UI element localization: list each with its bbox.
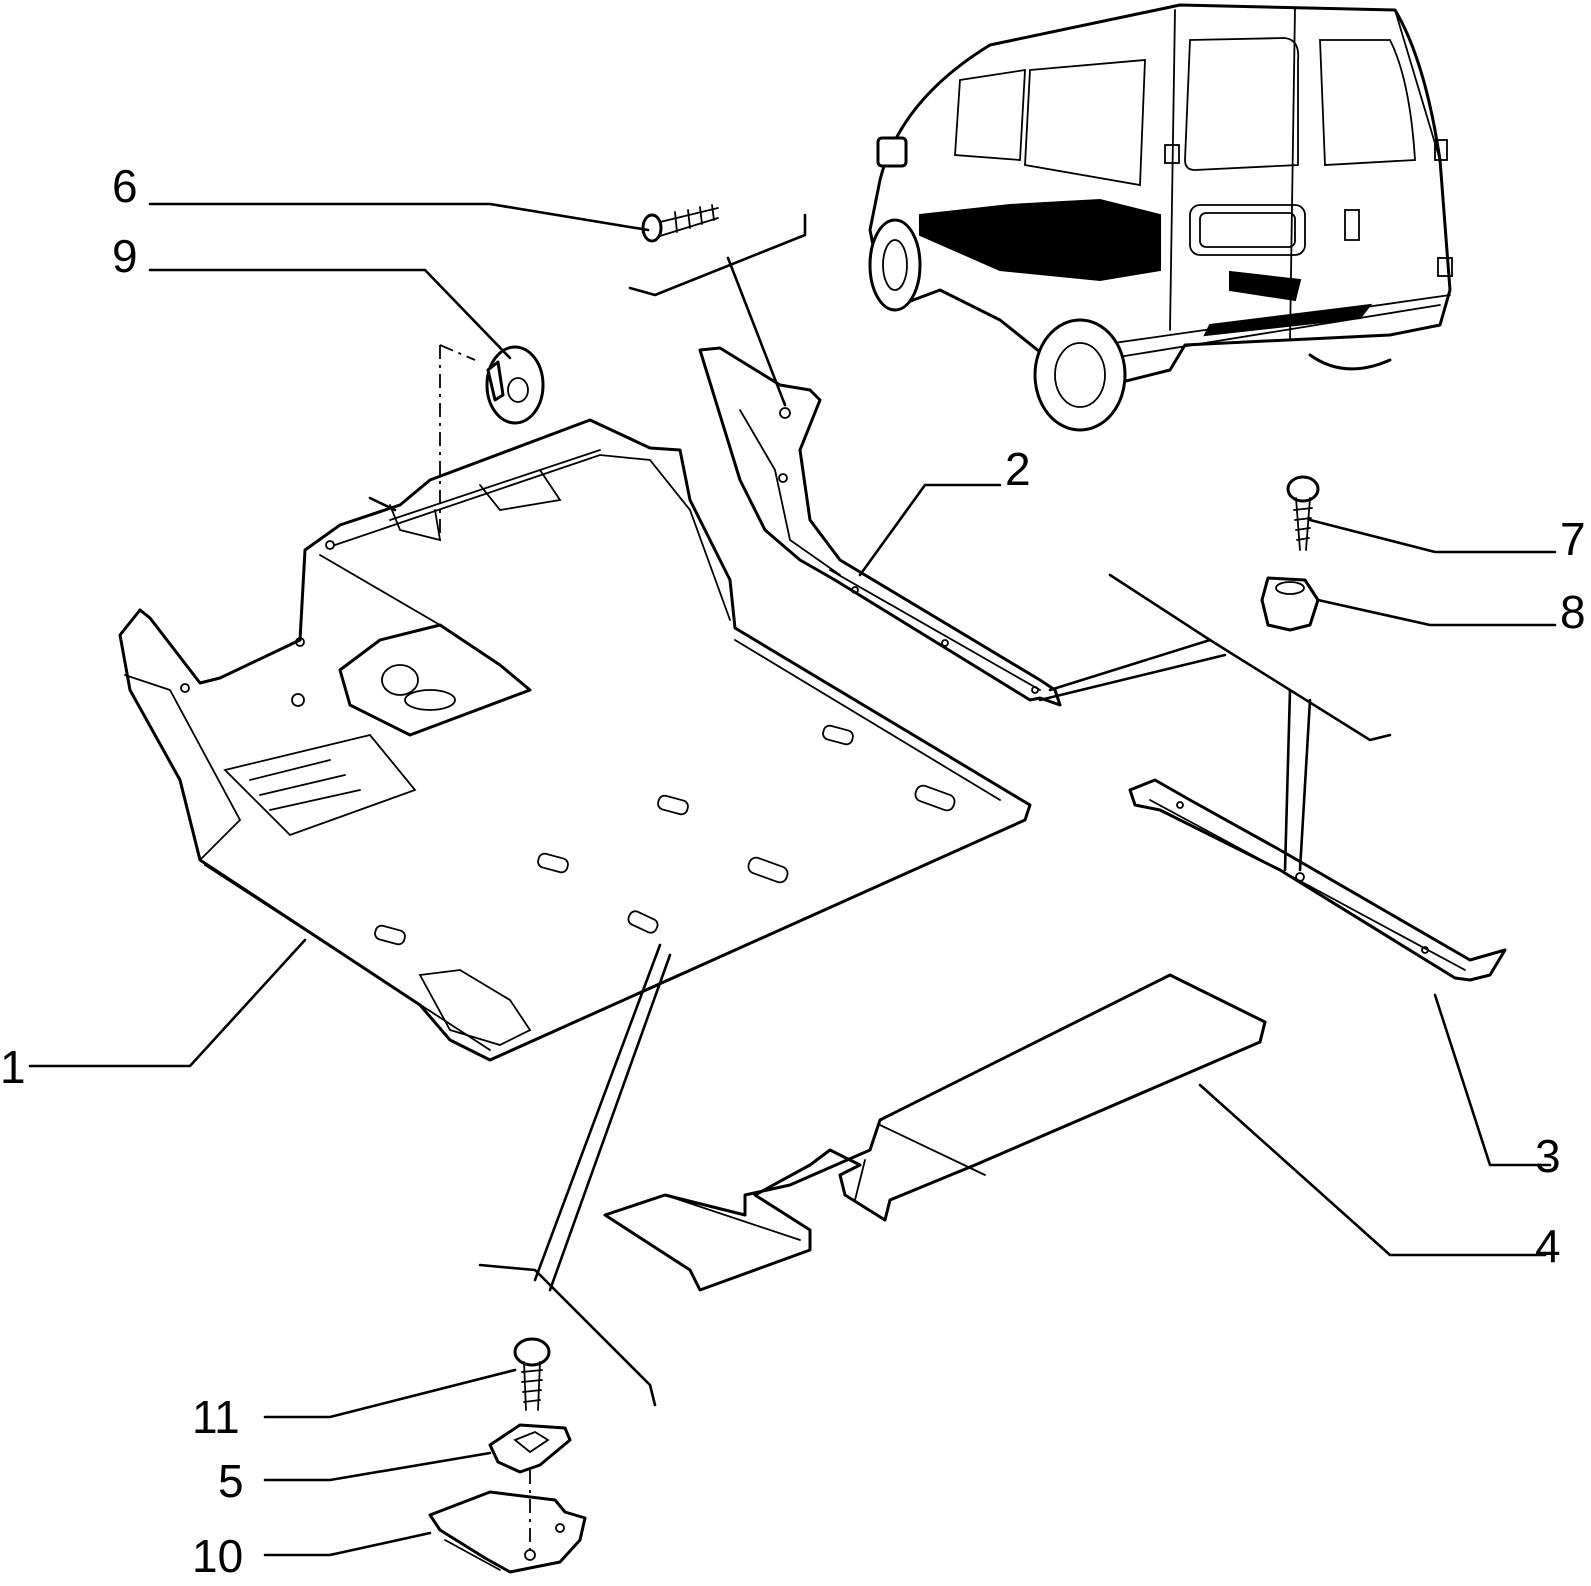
assembly-axes (368, 344, 531, 1550)
callout-4: 4 (1535, 1220, 1561, 1272)
callout-labels: 1 2 3 4 5 6 7 8 9 10 11 (0, 160, 1586, 1582)
callout-3: 3 (1535, 1130, 1561, 1182)
leader-lines (28, 202, 1557, 1557)
callout-8: 8 (1560, 586, 1586, 638)
callout-5: 5 (218, 1455, 244, 1507)
callout-6: 6 (112, 160, 138, 212)
van-illustration (868, 3, 1453, 432)
callout-1: 1 (0, 1041, 26, 1093)
screw-6-icon (641, 204, 719, 243)
callout-10: 10 (192, 1530, 243, 1582)
callout-2: 2 (1005, 443, 1031, 495)
sill-trim-right (698, 346, 1062, 707)
screw-11-icon (513, 1337, 551, 1411)
push-clip-9-icon (485, 345, 545, 425)
sill-trim-left (1128, 778, 1507, 982)
clip-nut-5-icon (488, 1423, 572, 1474)
callout-7: 7 (1560, 513, 1586, 565)
rear-floor-trim (603, 973, 1267, 1292)
floor-mat-front (118, 418, 1032, 1062)
callout-9: 9 (112, 230, 138, 282)
clip-8-icon (1260, 576, 1320, 632)
screw-7-icon (1286, 475, 1320, 551)
bracket-10-icon (428, 1490, 587, 1574)
callout-11: 11 (192, 1391, 240, 1443)
